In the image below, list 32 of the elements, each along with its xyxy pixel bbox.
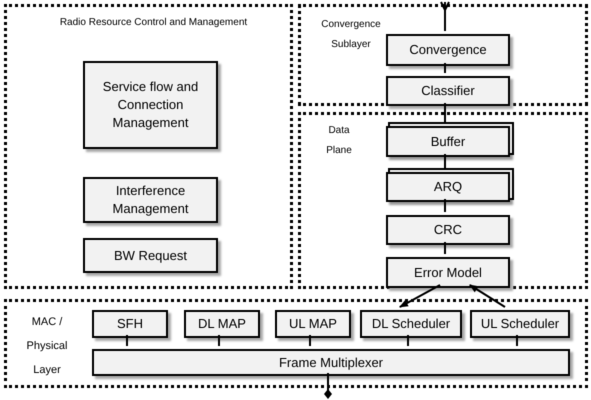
- process-box: DL Scheduler: [360, 310, 462, 338]
- dotted-panel: [4, 299, 588, 388]
- process-box: SFH: [92, 310, 168, 338]
- connector-line: [444, 63, 446, 73]
- process-box: Error Model: [386, 257, 510, 288]
- process-box: Service flow and Connection Management: [83, 61, 218, 149]
- connector-line: [218, 335, 220, 346]
- connector-line: [444, 199, 446, 212]
- process-box: Interference Management: [83, 177, 218, 223]
- process-box: UL MAP: [275, 310, 351, 338]
- process-box: DL MAP: [184, 310, 260, 338]
- arrow: [440, 1, 450, 31]
- panel-heading: Convergence Sublayer: [320, 18, 382, 52]
- connector-line: [309, 335, 311, 346]
- dotted-panel: [298, 4, 588, 106]
- process-box: BW Request: [83, 238, 218, 273]
- connector-line: [444, 154, 446, 169]
- process-box: Classifier: [386, 76, 510, 106]
- dotted-panel: [298, 112, 588, 289]
- connector-line: [126, 335, 128, 346]
- connector-line: [444, 103, 446, 123]
- panel-heading: MAC / Physical Layer: [26, 315, 68, 378]
- connector-line: [516, 335, 518, 346]
- dotted-panel: [4, 4, 293, 289]
- process-box: Frame Multiplexer: [92, 349, 570, 376]
- connector-line: [407, 335, 409, 346]
- panel-heading: Radio Resource Control and Management: [58, 16, 248, 30]
- connector-line: [444, 242, 446, 254]
- process-box: UL Scheduler: [470, 310, 570, 338]
- panel-heading: Data Plane: [325, 124, 353, 158]
- process-box: Convergence: [386, 34, 510, 66]
- process-box: CRC: [386, 215, 510, 245]
